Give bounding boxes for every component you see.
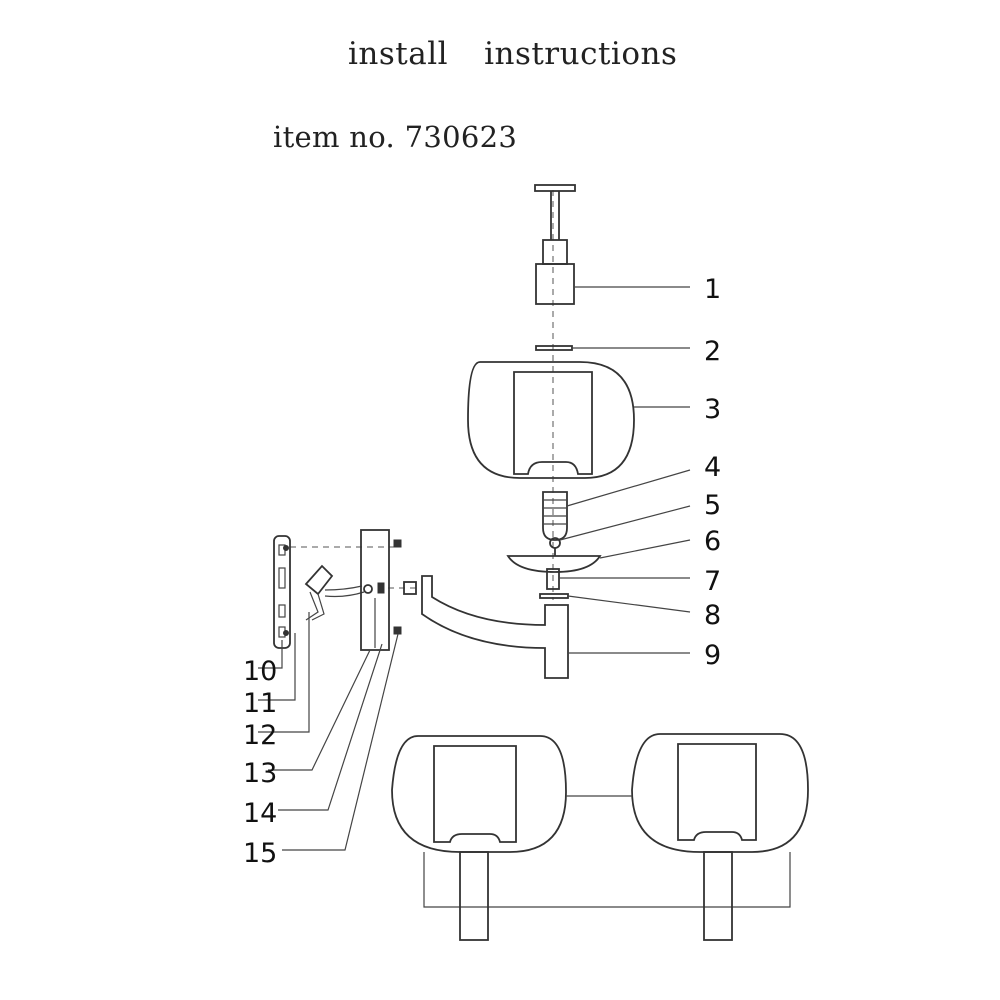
part-14-grommet xyxy=(363,584,373,594)
callout-2: 2 xyxy=(704,336,721,367)
callout-8: 8 xyxy=(704,600,721,631)
item-number: item no. 730623 xyxy=(273,120,518,154)
callout-7: 7 xyxy=(704,566,721,597)
leader-5 xyxy=(559,505,691,541)
part-15-nut-bottom xyxy=(393,626,402,635)
callout-14: 14 xyxy=(243,798,277,829)
part-6-cup xyxy=(506,555,602,573)
part-8-washer xyxy=(539,593,569,599)
callout-13: 13 xyxy=(243,758,277,789)
leader-15 xyxy=(282,633,399,851)
callout-10: 10 xyxy=(243,656,277,687)
assembled-inner-right xyxy=(677,743,757,841)
assembled-globe-right xyxy=(631,733,809,853)
leader-13 xyxy=(268,649,371,771)
callout-3: 3 xyxy=(704,394,721,425)
title-word-instructions: instructions xyxy=(484,36,678,72)
leader-10 xyxy=(258,640,283,669)
assembled-view xyxy=(391,733,809,941)
part-9-arm xyxy=(421,575,569,679)
callout-15: 15 xyxy=(243,838,277,869)
part-13-backplate xyxy=(360,529,390,651)
part-2-washer xyxy=(535,345,573,351)
part-5-socket xyxy=(549,537,561,556)
part-15-nut-middle xyxy=(377,582,385,594)
part-11-screw-top xyxy=(283,545,289,551)
callout-12: 12 xyxy=(243,720,277,751)
callout-5: 5 xyxy=(704,490,721,521)
leader-12 xyxy=(258,612,310,733)
leader-8 xyxy=(567,595,691,613)
leader-11 xyxy=(258,633,296,701)
leader-6 xyxy=(599,539,691,559)
leader-14 xyxy=(278,643,383,811)
title-word-install: install xyxy=(348,36,449,72)
leader-4 xyxy=(566,469,691,507)
part-4-bulb xyxy=(542,491,568,541)
callout-4: 4 xyxy=(704,452,721,483)
part-1-finial xyxy=(534,184,576,305)
callout-9: 9 xyxy=(704,640,721,671)
part-12-terminal-block xyxy=(304,564,365,621)
arm-nipple xyxy=(403,581,417,595)
callout-6: 6 xyxy=(704,526,721,557)
part-15-nut-top xyxy=(393,539,402,548)
part-11-screw-bottom xyxy=(283,630,289,636)
part-3-glass-globe xyxy=(467,361,635,479)
assembled-stem-right xyxy=(703,851,733,941)
page-title: install instructions xyxy=(348,36,677,72)
part-7-nut xyxy=(546,568,560,590)
callout-1: 1 xyxy=(704,274,721,305)
assembled-bar xyxy=(423,852,791,908)
assembled-inner-left xyxy=(433,745,517,843)
callout-11: 11 xyxy=(243,688,277,719)
assembled-stem-left xyxy=(459,851,489,941)
